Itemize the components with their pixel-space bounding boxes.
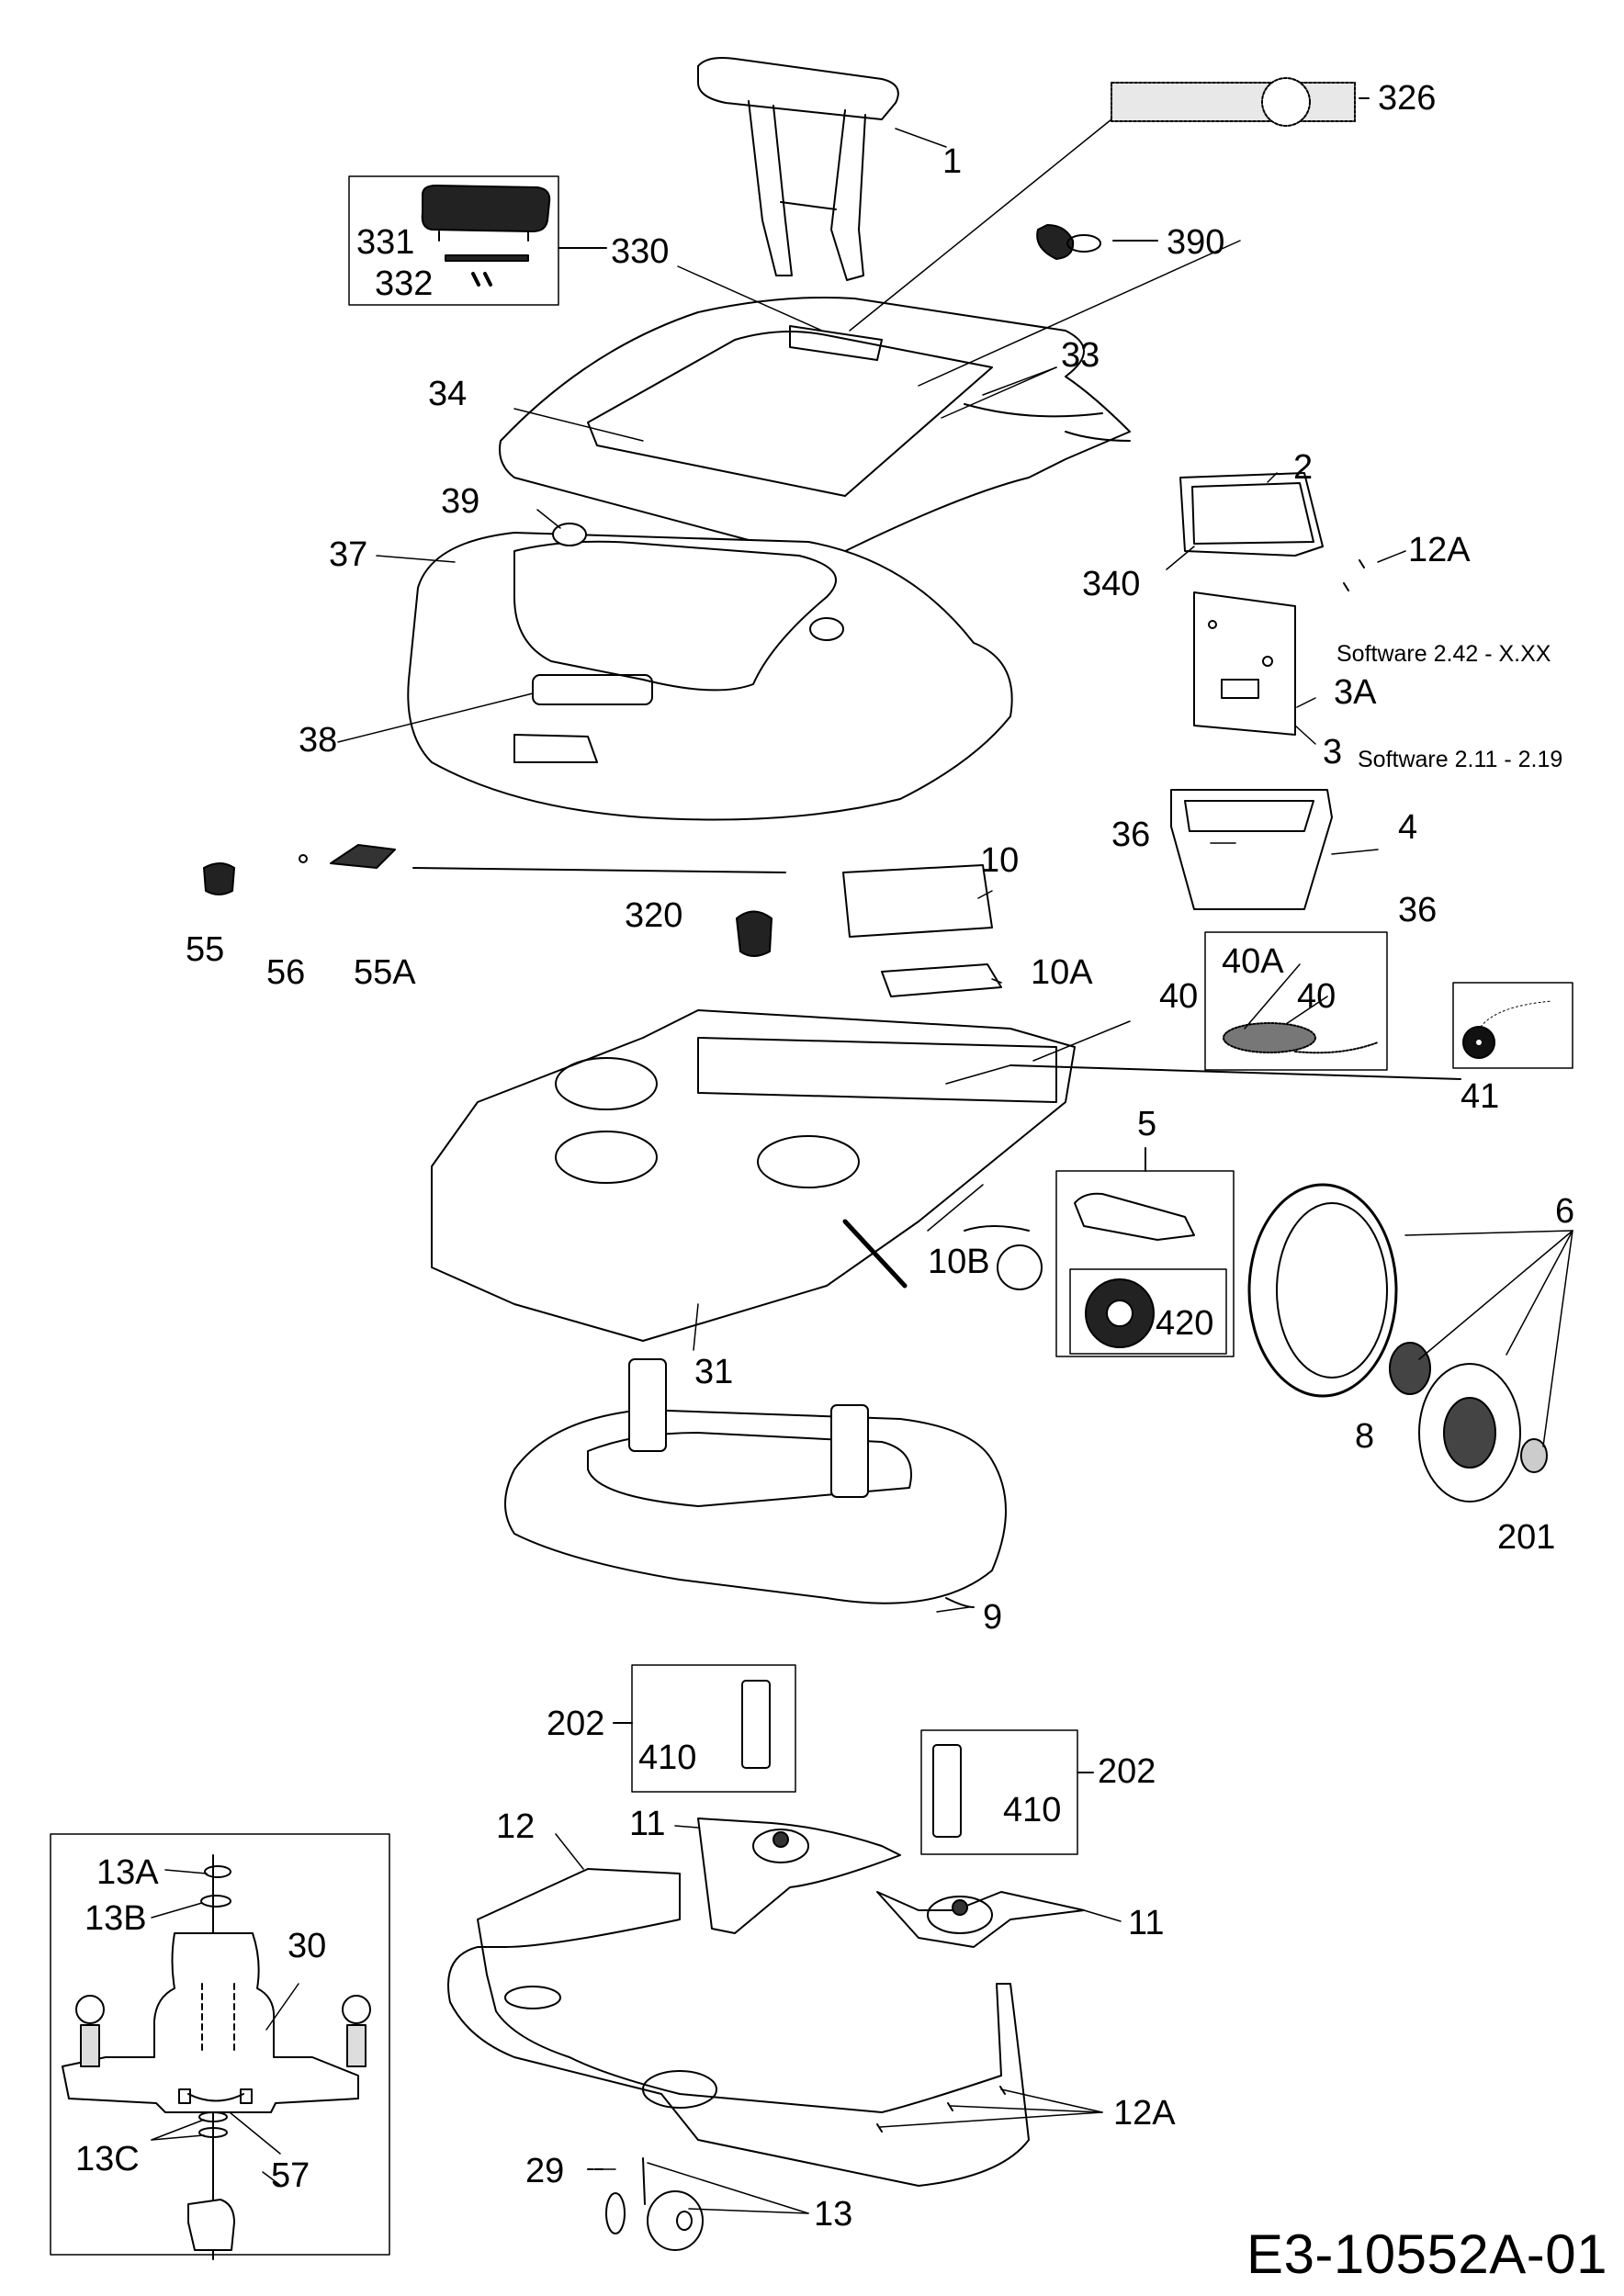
label-part-37: 37 [329,535,368,574]
part-bumper-12 [447,1868,1030,2187]
label-part-420: 420 [1156,1304,1214,1343]
inset-box-caster [50,1833,390,2260]
part-handle [697,57,899,281]
part-deck-9 [504,1358,1007,1608]
label-part-29: 29 [525,2152,565,2190]
label-part-326: 326 [1378,79,1437,118]
software-note-3A: Software 2.42 - X.XX [1336,641,1551,667]
label-part-40A-inset: 40A [1222,942,1284,981]
part-blade-11-left [697,1818,901,1934]
label-part-2: 2 [1293,448,1314,487]
label-part-12: 12 [496,1807,536,1846]
label-part-13A: 13A [96,1853,159,1892]
part-wheel-6 [1247,1183,1548,1503]
part-chassis [431,1009,1076,1342]
label-part-4: 4 [1398,808,1418,847]
part-320-cap [736,910,773,957]
part-blade-11-right [876,1891,1085,1948]
inset-box-41 [1009,982,1573,1080]
label-part-40: 40 [1159,977,1199,1016]
label-part-410-right: 410 [1003,1791,1062,1829]
label-part-12A-top: 12A [1408,531,1471,569]
label-part-3: 3 [1323,733,1343,771]
label-part-13: 13 [814,2195,853,2234]
label-part-38: 38 [299,721,338,760]
part-sticker-326 [1111,77,1370,127]
label-part-11-left: 11 [629,1805,666,1843]
label-part-10: 10 [980,841,1020,880]
label-part-56: 56 [266,953,306,992]
label-part-10A: 10A [1031,953,1093,992]
part-4-box [1170,789,1333,910]
label-part-320: 320 [625,896,683,935]
label-part-10B: 10B [928,1243,990,1281]
label-part-9: 9 [983,1598,1003,1637]
label-part-36-left: 36 [1111,816,1151,854]
part-knob-390 [1036,224,1158,260]
label-part-30: 30 [288,1927,327,1965]
part-caster-13 [587,2157,704,2251]
part-top-cover [499,297,1131,565]
inset-box-40 [1204,931,1388,1071]
label-part-6: 6 [1555,1192,1575,1231]
label-part-332: 332 [375,264,434,303]
label-part-57: 57 [271,2156,310,2195]
label-part-390: 390 [1167,223,1225,262]
label-part-330: 330 [611,232,670,271]
label-part-13C: 13C [75,2140,140,2178]
part-3-pcb [1193,591,1296,736]
inset-box-202-left [613,1664,796,1793]
label-part-202-right: 202 [1098,1752,1156,1791]
label-part-55A: 55A [354,953,416,992]
label-part-331: 331 [356,223,415,262]
label-part-3A: 3A [1334,673,1377,712]
software-note-3: Software 2.11 - 2.19 [1358,747,1563,772]
label-part-31: 31 [694,1353,734,1391]
label-part-40-inset: 40 [1297,977,1336,1016]
leader-lines [151,118,1573,2214]
label-part-5: 5 [1137,1105,1157,1143]
label-part-36-right: 36 [1398,891,1438,929]
label-part-11-right: 11 [1128,1904,1165,1942]
label-part-202-left: 202 [547,1705,605,1743]
inset-box-motor-5 [1055,1147,1235,1357]
part-body-shell [407,523,1013,821]
part-10-foam [842,864,1002,997]
label-part-41: 41 [1460,1077,1500,1116]
label-part-201: 201 [1497,1518,1556,1557]
inset-box-202-right [920,1729,1094,1855]
part-55-group [203,844,786,895]
inset-box-330 [348,175,607,306]
label-part-33: 33 [1061,336,1100,375]
label-part-39: 39 [441,482,480,521]
diagram-code: E3-10552A-01 [1246,2223,1607,2285]
label-part-410-left: 410 [638,1739,697,1777]
label-part-1: 1 [942,142,963,181]
label-part-12A-bottom: 12A [1113,2094,1176,2133]
label-part-13B: 13B [85,1899,147,1938]
label-part-8: 8 [1355,1417,1375,1456]
label-part-340: 340 [1082,565,1141,603]
label-part-55: 55 [186,930,225,969]
part-screws-12A [876,559,1365,2133]
part-2-housing [1179,472,1324,557]
label-part-34: 34 [428,375,468,413]
